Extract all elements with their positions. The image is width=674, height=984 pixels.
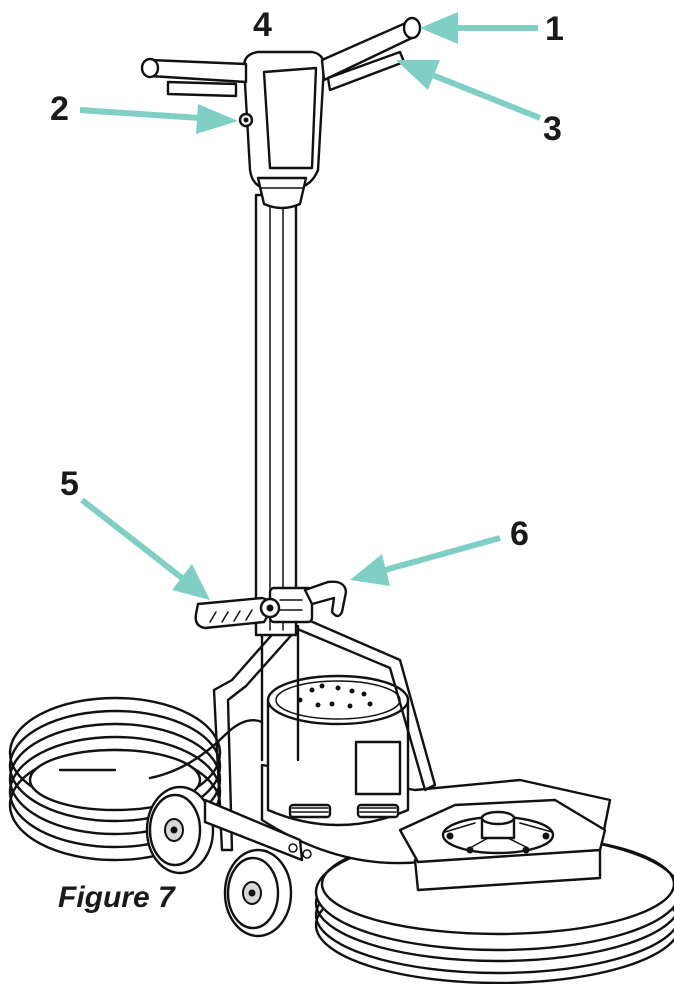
callout-arrows [79,12,542,600]
callout-label-3: 3 [543,110,562,148]
callout-label-2: 2 [50,90,69,128]
callout-label-4: 4 [253,6,272,44]
rear-wheel-left [145,785,215,875]
cable-hook-grip [194,596,281,630]
callout-arrow-1 [420,12,538,44]
figure-caption: Figure 7 [58,881,176,914]
cooling-slots [288,803,400,819]
handle-column [254,193,298,637]
safety-lock-button [238,112,254,128]
control-head [242,50,326,210]
callout-arrow-2 [79,104,238,134]
handle-yoke [212,608,437,852]
rear-wheel-right [223,848,293,938]
height-adjust-lever [268,580,348,624]
callout-label-6: 6 [510,515,529,553]
callout-label-1: 1 [545,10,564,48]
power-cord-coil [8,696,264,862]
right-handle-grip [320,16,422,92]
callout-arrow-6 [350,535,501,586]
motor-housing [266,674,410,827]
axle-bracket [203,798,312,862]
drive-hub [441,810,555,855]
callout-label-5: 5 [60,465,79,503]
callout-arrow-5 [80,497,210,600]
callout-arrow-3 [396,60,542,121]
base-deck [260,763,612,892]
left-handle-grip [140,57,248,98]
motor-vents [297,683,373,709]
